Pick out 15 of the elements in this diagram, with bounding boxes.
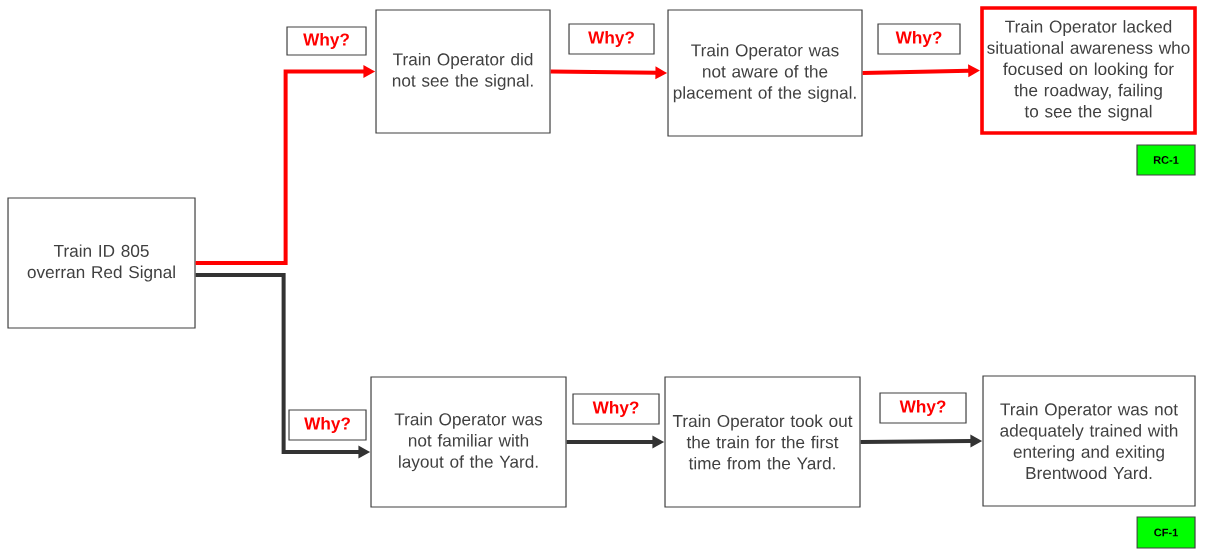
process-box: Train Operator did not see the signal. xyxy=(375,9,551,134)
process-box: Train Operator was not adequately trained with entering and exiting Brentwood Yard. xyxy=(982,375,1196,507)
process-box: Train Operator took out the train for the first time from the Yard. xyxy=(664,376,861,508)
why-box: Why? xyxy=(288,409,367,441)
why-box: Why? xyxy=(879,392,967,424)
process-box: Train Operator was not familiar with layout of the Yard. xyxy=(370,376,567,508)
why-box: Why? xyxy=(877,23,961,55)
code-tag: RC-1 xyxy=(1136,144,1196,176)
why-box: Why? xyxy=(568,23,655,55)
process-box: Train ID 805 overran Red Signal xyxy=(7,197,196,329)
process-box: Train Operator lacked situational awareness who focused on looking for the roadway, failing to see the signal xyxy=(980,6,1197,135)
process-box: Train Operator was not aware of the placement of the signal. xyxy=(667,9,863,137)
code-tag: CF-1 xyxy=(1136,516,1196,549)
why-box: Why? xyxy=(572,393,660,425)
why-box: Why? xyxy=(286,26,367,56)
